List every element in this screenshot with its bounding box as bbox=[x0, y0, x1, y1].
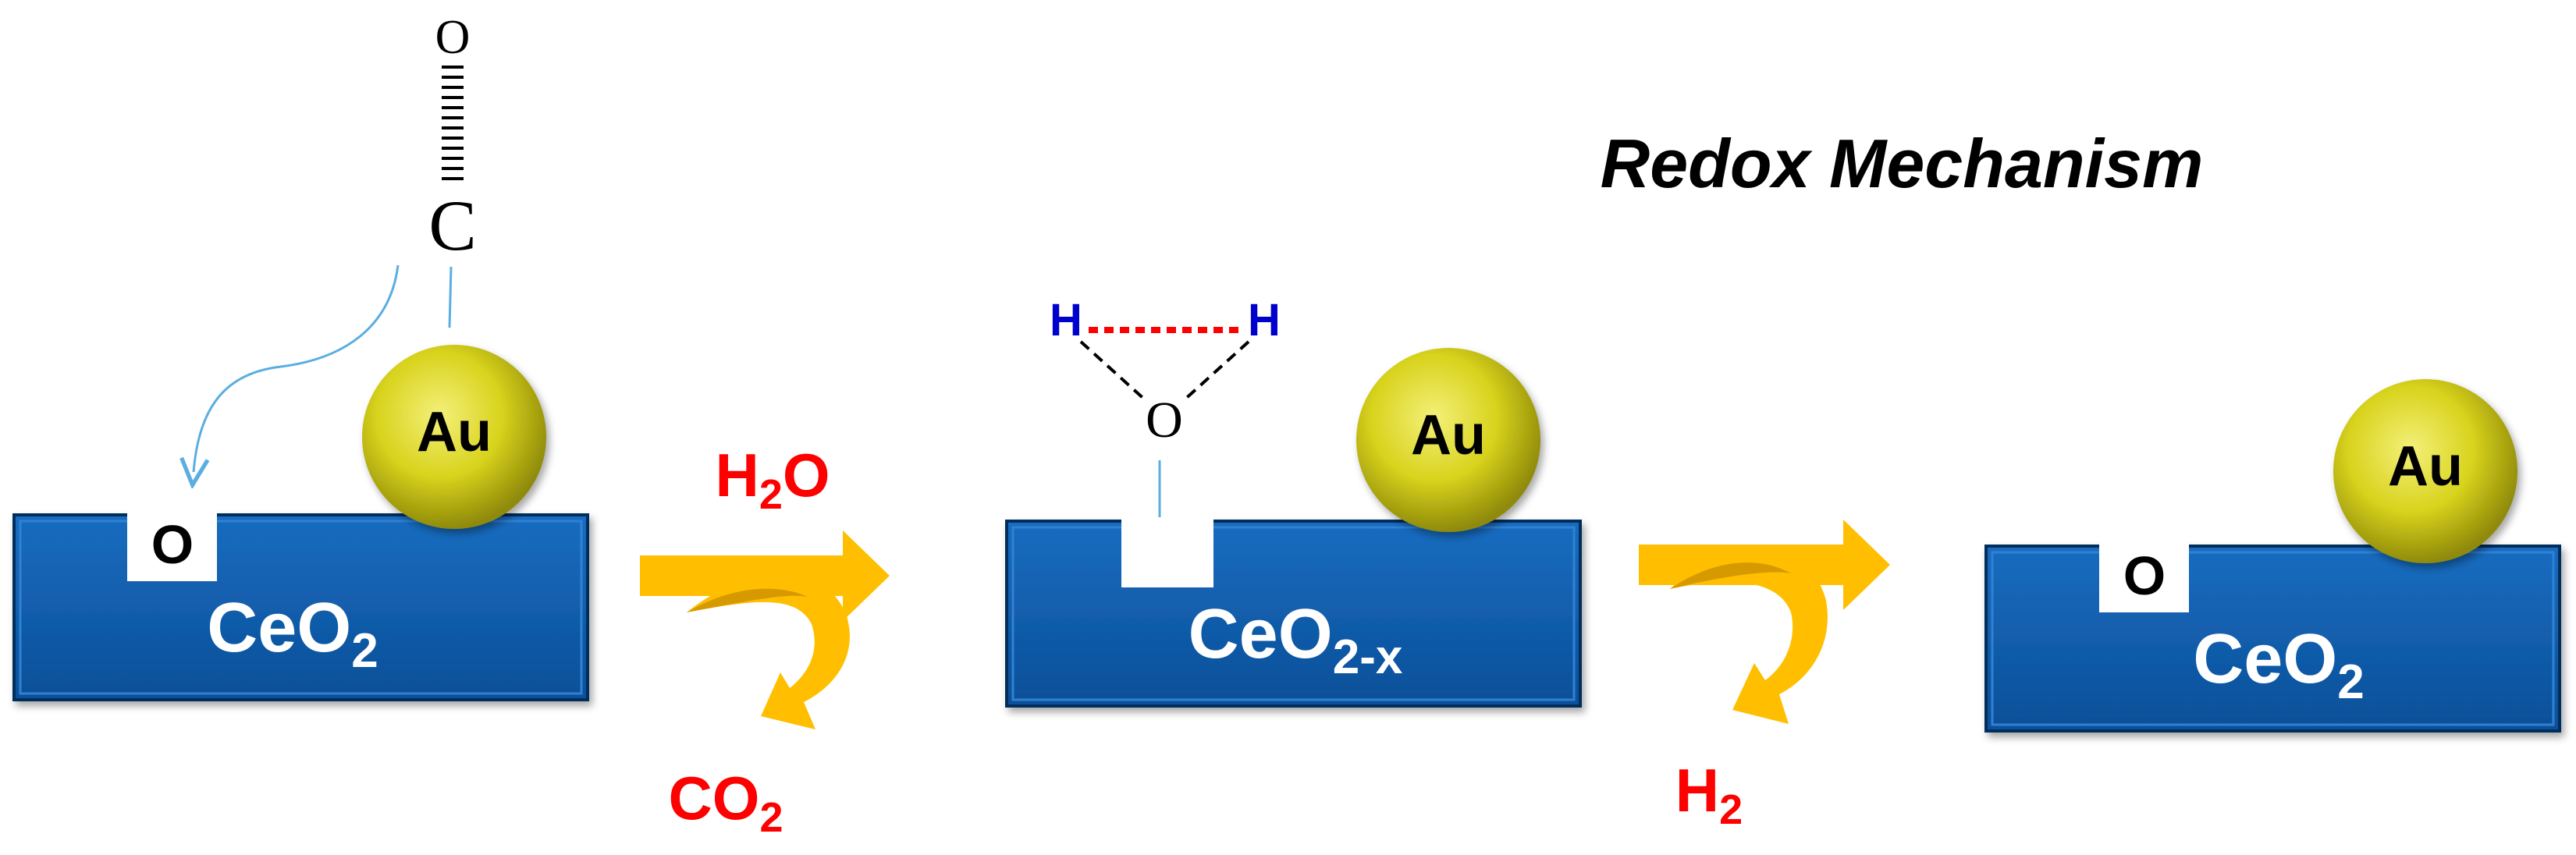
ceo2-support-3 bbox=[1984, 545, 2561, 733]
ceo2-support-1 bbox=[12, 513, 589, 701]
co-triple-bond bbox=[442, 66, 464, 180]
forward-arrow-1 bbox=[640, 530, 890, 621]
reaction-step-2: H2 bbox=[1639, 520, 1890, 833]
stage-2: H H O CeO2-x Au bbox=[1005, 295, 1582, 708]
oxygen-vacancy bbox=[1121, 517, 1213, 587]
water-hydrogen-right: H bbox=[1248, 295, 1281, 346]
diagram-title: Redox Mechanism bbox=[1601, 125, 2204, 202]
co-carbon-atom: C bbox=[428, 186, 476, 265]
product-co2-label: CO2 bbox=[668, 764, 783, 841]
gold-nanoparticle-3 bbox=[2333, 379, 2517, 563]
water-oxygen-atom: O bbox=[1146, 392, 1183, 449]
stage-1: O C O CeO2 Au bbox=[12, 11, 589, 701]
au-label-1: Au bbox=[417, 401, 492, 463]
oxygen-site-1 bbox=[127, 511, 217, 581]
ceo2-support-2 bbox=[1005, 520, 1582, 708]
gold-nanoparticle-1 bbox=[362, 345, 546, 529]
release-arrow-1 bbox=[687, 574, 850, 729]
au-label-2: Au bbox=[1411, 404, 1486, 467]
oxygen-site-3 bbox=[2099, 542, 2189, 612]
support-label-1: CeO2 bbox=[207, 589, 378, 678]
release-arrow-2 bbox=[1670, 548, 1828, 724]
oh-bond-right bbox=[1181, 340, 1250, 403]
support-label-2: CeO2-x bbox=[1189, 595, 1403, 684]
water-hydrogen-left: H bbox=[1050, 295, 1082, 346]
oxygen-transfer-arrow bbox=[194, 264, 400, 472]
lattice-oxygen-label-1: O bbox=[151, 514, 194, 575]
gold-nanoparticle-2 bbox=[1356, 348, 1540, 532]
oh-bond-left bbox=[1079, 340, 1149, 403]
co-oxygen-atom: O bbox=[435, 11, 471, 64]
lattice-oxygen-label-3: O bbox=[2123, 545, 2166, 606]
reactant-water-label: H2O bbox=[715, 441, 830, 518]
au-label-3: Au bbox=[2388, 435, 2463, 498]
c-au-bond-line bbox=[448, 266, 453, 328]
reaction-step-1: H2O CO2 bbox=[640, 441, 890, 841]
support-label-3: CeO2 bbox=[2193, 620, 2365, 709]
stage-3: O CeO2 Au bbox=[1984, 379, 2561, 733]
product-h2-label: H2 bbox=[1675, 756, 1743, 833]
release-arrow-shade-1 bbox=[687, 588, 808, 612]
release-arrow-shade-2 bbox=[1670, 562, 1791, 589]
